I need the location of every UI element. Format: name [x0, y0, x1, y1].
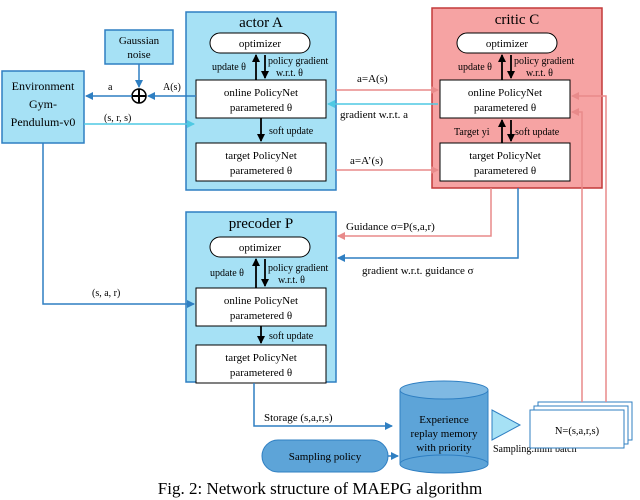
critic-online-label-2: parametered θ [474, 102, 536, 114]
sampling-triangle [491, 409, 522, 441]
actor-optimizer [209, 32, 311, 54]
precoder-pg-label-2: w.r.t. θ [278, 275, 305, 286]
environment-box [1, 70, 85, 144]
critic-online-net [439, 79, 571, 119]
critic-pg-label-1: policy gradient [514, 56, 574, 67]
replay-memory-drum [399, 380, 489, 474]
sampling-policy-label: Sampling policy [289, 451, 362, 463]
precoder-update-label: update θ [210, 268, 244, 279]
critic-target-net [439, 142, 571, 182]
critic-target-label-2: parametered θ [474, 165, 536, 177]
edge-s-a-r-label: (s, a, r) [92, 288, 120, 299]
actor-target-net [195, 142, 327, 182]
actor-online-label-2: parametered θ [230, 102, 292, 114]
actor-pg-label-1: policy gradient [268, 56, 328, 67]
critic-pg-label-2: w.r.t. θ [526, 68, 553, 79]
precoder-online-net [195, 287, 327, 327]
edge-a-eq-A2-label: a=A’(s) [350, 155, 383, 167]
batch-to-critic-target-arrow [571, 92, 607, 402]
edge-grad-a-label: gradient w.r.t. a [340, 109, 408, 121]
precoder-online-label-1: online PolicyNet [224, 295, 298, 307]
precoder-target-net [195, 344, 327, 384]
batch-label: N=(s,a,r,s) [555, 426, 600, 437]
critic-target-y-label: Target yi [454, 127, 490, 138]
actor-target-label-1: target PolicyNet [225, 150, 297, 162]
edge-s-r-s-label: (s, r, s) [104, 113, 131, 124]
edge-guidance-label: Guidance σ=P(s,a,r) [346, 221, 435, 233]
env-to-precoder-arrow [42, 143, 195, 308]
actor-soft-update-label: soft update [269, 126, 314, 137]
actor-online-label-1: online PolicyNet [224, 87, 298, 99]
actor-title: actor A [239, 15, 283, 31]
gaussian-line-2: noise [127, 49, 150, 61]
precoder-target-label-1: target PolicyNet [225, 352, 297, 364]
critic-soft-update-label: soft update [515, 127, 560, 138]
critic-title: critic C [495, 12, 540, 28]
precoder-soft-update-label: soft update [269, 331, 314, 342]
replay-label-2: replay memory [411, 428, 478, 440]
edge-a-eq-A-label: a=A(s) [357, 73, 388, 85]
critic-target-label-1: target PolicyNet [469, 150, 541, 162]
actor-target-label-2: parametered θ [230, 165, 292, 177]
figure-caption: Fig. 2: Network structure of MAEPG algor… [158, 479, 482, 498]
precoder-optimizer [209, 236, 311, 258]
storage-arrow [253, 383, 393, 430]
critic-optimizer [456, 32, 558, 54]
critic-optimizer-label: optimizer [486, 38, 528, 50]
actor-pg-label-2: w.r.t. θ [276, 68, 303, 79]
guidance-arrow [337, 188, 492, 240]
gaussian-line-1: Gaussian [119, 35, 160, 47]
actor-update-label: update θ [212, 62, 246, 73]
replay-label-1: Experience [419, 414, 469, 426]
precoder-target-label-2: parametered θ [230, 367, 292, 379]
precoder-gradient-arrow [337, 188, 519, 262]
edge-storage-label: Storage (s,a,r,s) [264, 412, 333, 424]
edge-sampling-batch-label: Sampling:mini batch [493, 444, 577, 455]
adder-icon [131, 88, 147, 104]
edge-a-t-label: a [108, 82, 113, 93]
critic-update-label: update θ [458, 62, 492, 73]
precoder-title: precoder P [229, 216, 294, 232]
environment-line-1: Environment [12, 79, 75, 93]
replay-label-3: with priority [416, 442, 472, 454]
batch-card-front [529, 409, 625, 449]
batch-to-critic-arrow [571, 108, 583, 402]
environment-line-3: Pendulum-v0 [11, 115, 76, 129]
edge-A-s-label: A(s) [163, 82, 181, 93]
precoder-online-label-2: parametered θ [230, 310, 292, 322]
critic-online-label-1: online PolicyNet [468, 87, 542, 99]
precoder-optimizer-label: optimizer [239, 242, 281, 254]
actor-optimizer-label: optimizer [239, 38, 281, 50]
precoder-pg-label-1: policy gradient [268, 263, 328, 274]
edge-grad-guidance-label: gradient w.r.t. guidance σ [362, 265, 474, 277]
environment-line-2: Gym- [29, 97, 57, 111]
